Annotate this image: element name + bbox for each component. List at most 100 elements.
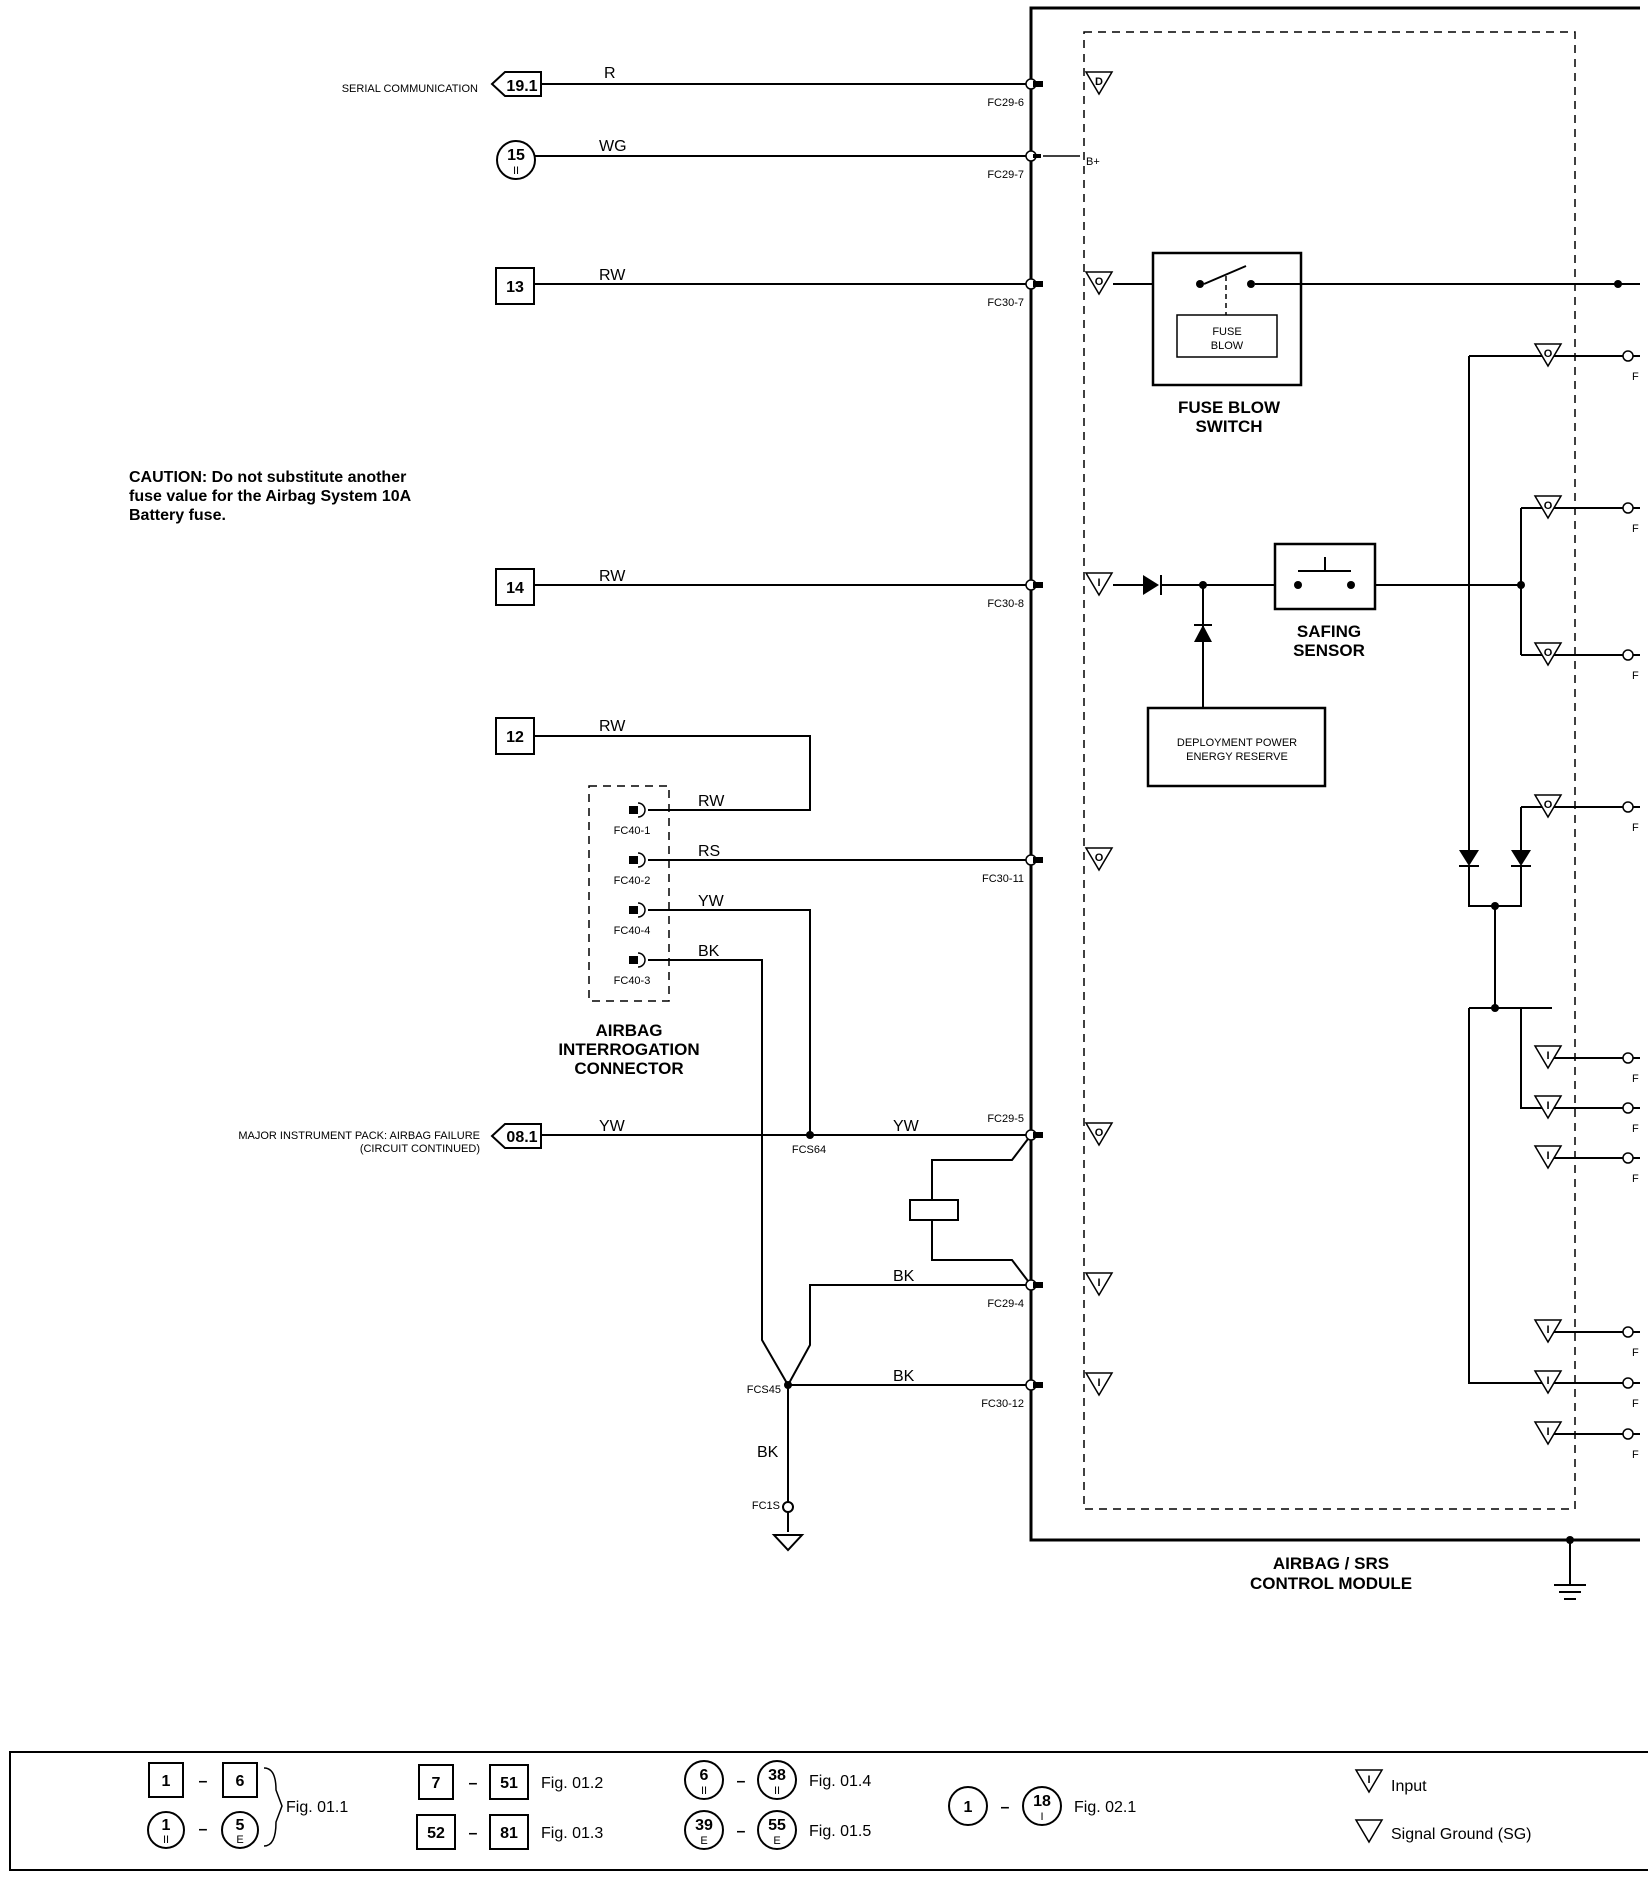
connector-title-3: CONNECTOR bbox=[574, 1059, 683, 1078]
legend-g4-a: 6 bbox=[700, 1767, 709, 1784]
legend-g4-fig: Fig. 01.4 bbox=[809, 1773, 871, 1790]
right-symbol-7-letter: I bbox=[1546, 1150, 1549, 1162]
right-terminal-5 bbox=[1622, 1052, 1634, 1064]
fuse-blow-title-1: FUSE BLOW bbox=[1178, 398, 1281, 417]
connector-title-1: AIRBAG bbox=[595, 1021, 662, 1040]
right-terminal-3 bbox=[1622, 649, 1634, 661]
legend-g1-d: 5 bbox=[236, 1817, 245, 1834]
legend-g3-dash: – bbox=[469, 1825, 478, 1842]
right-terminal-7 bbox=[1622, 1152, 1634, 1164]
bplus-symbol: B+ bbox=[1086, 156, 1100, 168]
fc40-2-label: FC40-2 bbox=[614, 875, 651, 887]
rs-symbol-text: O bbox=[1095, 852, 1104, 864]
failure-ref: 08.1 bbox=[506, 1129, 537, 1146]
legend-g1-fig: Fig. 01.1 bbox=[286, 1799, 348, 1816]
control-module-inner-boundary bbox=[1083, 31, 1576, 1510]
fc40-1-terminal bbox=[628, 802, 646, 818]
battery-pin: FC29-7 bbox=[987, 169, 1024, 181]
fuse-blow-element bbox=[1176, 314, 1278, 358]
ign13-wire-color: RW bbox=[599, 267, 626, 284]
ign12-number: 12 bbox=[506, 729, 524, 746]
right-pin-5-label: F bbox=[1632, 1073, 1639, 1085]
right-symbol-1-letter: O bbox=[1544, 348, 1553, 360]
right-terminal-6 bbox=[1622, 1102, 1634, 1114]
right-symbol-8-letter: I bbox=[1546, 1324, 1549, 1336]
bk1-symbol-text: I bbox=[1097, 1277, 1100, 1289]
legend-g2-b: 51 bbox=[500, 1775, 518, 1792]
failure-label-2: (CIRCUIT CONTINUED) bbox=[360, 1143, 480, 1155]
ign14-symbol-text: I bbox=[1097, 577, 1100, 589]
safing-title-2: SENSOR bbox=[1293, 641, 1365, 660]
failure-splice: FCS64 bbox=[792, 1144, 826, 1156]
energy-reserve-line2: ENERGY RESERVE bbox=[1186, 751, 1288, 763]
ign12-wire-color: RW bbox=[599, 718, 626, 735]
right-pin-3-label: F bbox=[1632, 670, 1639, 682]
input-symbol-letter: I bbox=[1367, 1774, 1370, 1786]
squib-diode-2-icon bbox=[1511, 850, 1531, 866]
fc40-4-wire: YW bbox=[698, 893, 725, 910]
right-terminal-9 bbox=[1622, 1377, 1634, 1389]
fuse-blow-inner-2: BLOW bbox=[1211, 340, 1244, 352]
serial-comm-label: SERIAL COMMUNICATION bbox=[342, 83, 478, 95]
right-terminal-8 bbox=[1622, 1326, 1634, 1338]
right-symbol-9-letter: I bbox=[1546, 1375, 1549, 1387]
right-symbol-10-letter: I bbox=[1546, 1426, 1549, 1438]
right-symbol-2-letter: O bbox=[1544, 500, 1553, 512]
serial-symbol-text: D bbox=[1095, 76, 1103, 88]
failure-label-1: MAJOR INSTRUMENT PACK: AIRBAG FAILURE bbox=[238, 1130, 480, 1142]
ground-wire-2: BK bbox=[893, 1368, 915, 1385]
right-pin-7-label: F bbox=[1632, 1173, 1639, 1185]
ground-splice: FCS45 bbox=[747, 1384, 781, 1396]
failure-symbol-text: O bbox=[1095, 1127, 1104, 1139]
fc40-2-wire: RS bbox=[698, 843, 720, 860]
ign14-number: 14 bbox=[506, 580, 524, 597]
legend-g1-b: 6 bbox=[236, 1773, 245, 1790]
right-terminal-2 bbox=[1622, 502, 1634, 514]
fc40-1-label: FC40-1 bbox=[614, 825, 651, 837]
caution-line3: Battery fuse. bbox=[129, 507, 226, 524]
right-terminal-1 bbox=[1622, 350, 1634, 362]
right-pin-6-label: F bbox=[1632, 1123, 1639, 1135]
right-symbol-4-letter: O bbox=[1544, 799, 1553, 811]
right-symbol-3-letter: O bbox=[1544, 647, 1553, 659]
fc40-3-label: FC40-3 bbox=[614, 975, 651, 987]
legend-g6-fig: Fig. 02.1 bbox=[1074, 1799, 1136, 1816]
serial-pin: FC29-6 bbox=[987, 97, 1024, 109]
energy-reserve-box bbox=[1146, 706, 1327, 788]
fc40-1-wire: RW bbox=[698, 793, 725, 810]
battery-ref-sub: II bbox=[513, 165, 519, 177]
right-terminal-4 bbox=[1622, 801, 1634, 813]
legend-g4-b: 38 bbox=[768, 1767, 786, 1784]
chassis-ground-icon bbox=[771, 1534, 805, 1552]
energy-reserve-line1: DEPLOYMENT POWER bbox=[1177, 737, 1297, 749]
right-symbol-5-letter: I bbox=[1546, 1050, 1549, 1062]
serial-comm-ref: 19.1 bbox=[506, 78, 537, 95]
legend-g3-fig: Fig. 01.3 bbox=[541, 1825, 603, 1842]
ign13-pin: FC30-7 bbox=[987, 297, 1024, 309]
rs-pin: FC30-11 bbox=[982, 873, 1024, 885]
ign14-pin: FC30-8 bbox=[987, 598, 1024, 610]
ground-eyelet bbox=[782, 1501, 794, 1513]
legend-g2-fig: Fig. 01.2 bbox=[541, 1775, 603, 1792]
legend-g5-b-sub: E bbox=[773, 1835, 780, 1847]
squib-diode-1-icon bbox=[1459, 850, 1479, 866]
legend-g5-a: 39 bbox=[695, 1817, 713, 1834]
legend-g1-c: 1 bbox=[162, 1817, 171, 1834]
right-pin-8-label: F bbox=[1632, 1347, 1639, 1359]
legend-g1-a: 1 bbox=[162, 1773, 171, 1790]
ign13-number: 13 bbox=[506, 279, 524, 296]
interrogation-connector-housing bbox=[588, 785, 670, 1002]
module-title-2: CONTROL MODULE bbox=[1250, 1574, 1412, 1593]
shorting-bar bbox=[909, 1199, 959, 1221]
right-terminal-10 bbox=[1622, 1428, 1634, 1440]
legend-g5-fig: Fig. 01.5 bbox=[809, 1823, 871, 1840]
legend-g3-a: 52 bbox=[427, 1825, 445, 1842]
input-diode-icon bbox=[1143, 575, 1159, 595]
legend-g5-a-sub: E bbox=[700, 1835, 707, 1847]
right-symbol-6-letter: I bbox=[1546, 1100, 1549, 1112]
ground-pin-1: FC29-4 bbox=[987, 1298, 1024, 1310]
legend-g1-dash1: – bbox=[199, 1773, 208, 1790]
fc40-3-wire: BK bbox=[698, 943, 720, 960]
fc40-4-terminal bbox=[628, 902, 646, 918]
input-legend-label: Input bbox=[1391, 1778, 1427, 1795]
